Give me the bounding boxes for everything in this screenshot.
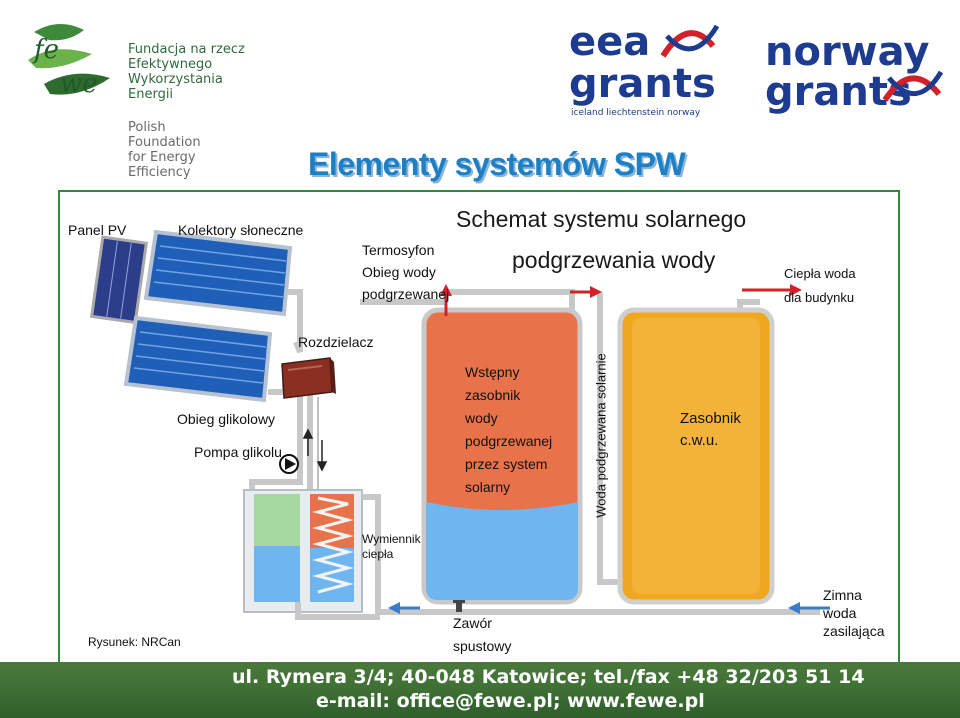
pv-panel-icon bbox=[89, 235, 149, 325]
eea-logo-bottom: grants bbox=[569, 61, 716, 107]
label-zawor: Zawór spustowy bbox=[453, 612, 511, 658]
label-zasobnik-cwu: Zasobnik c.w.u. bbox=[680, 408, 741, 452]
label-wymiennik: Wymiennik ciepła bbox=[362, 532, 421, 562]
dhw-tank bbox=[617, 307, 775, 605]
footer-bar: ul. Rymera 3/4; 40-048 Katowice; tel./fa… bbox=[0, 662, 960, 718]
fewe-line: Foundation bbox=[128, 135, 201, 150]
label-line: solarny bbox=[465, 479, 511, 495]
label-ciepla-woda: Ciepła woda dla budynku bbox=[784, 262, 856, 310]
label-line: Termosyfon bbox=[362, 242, 435, 258]
fewe-line: Fundacja na rzecz bbox=[128, 42, 245, 57]
label-pompa-glikolu: Pompa glikolu bbox=[194, 444, 282, 460]
cold-water-arrow-icon bbox=[388, 602, 830, 614]
label-zimna-woda: Zimna woda zasilająca bbox=[823, 586, 884, 640]
fewe-line: Polish bbox=[128, 120, 166, 135]
flow-arrow-icon bbox=[302, 428, 328, 472]
label-line: Obieg wody bbox=[362, 264, 436, 280]
svg-text:we: we bbox=[60, 69, 98, 99]
label-termosyfon: Termosyfon Obieg wody podgrzewanej bbox=[362, 239, 449, 305]
schema-title-line1: Schemat systemu solarnego bbox=[456, 206, 747, 232]
label-kolektory: Kolektory słoneczne bbox=[178, 222, 304, 238]
page-title: Elementy systemów SPW bbox=[308, 146, 686, 182]
fewe-name-en: Polish Foundation for Energy Efficiency bbox=[128, 120, 201, 180]
preheat-tank bbox=[421, 307, 583, 605]
fewe-line: Energii bbox=[128, 87, 174, 102]
solar-collector-icon bbox=[143, 229, 293, 317]
label-line: Wstępny bbox=[465, 364, 520, 380]
svg-text:fe: fe bbox=[32, 35, 59, 65]
drain-valve-icon bbox=[453, 600, 465, 612]
label-obieg-glikolowy: Obieg glikolowy bbox=[177, 411, 276, 427]
footer-address: ul. Rymera 3/4; 40-048 Katowice; tel./fa… bbox=[232, 666, 865, 688]
label-line: ciepła bbox=[362, 547, 394, 561]
solar-collector-icon bbox=[123, 315, 273, 403]
hot-water-arrow-icon bbox=[440, 284, 802, 316]
label-panel-pv: Panel PV bbox=[68, 222, 127, 238]
label-line: spustowy bbox=[453, 638, 512, 654]
label-line: przez system bbox=[465, 456, 548, 472]
fewe-line: for Energy bbox=[128, 150, 196, 165]
eea-logo-top: eea bbox=[569, 19, 651, 65]
controller-box-icon bbox=[281, 357, 336, 399]
label-line: Zawór bbox=[453, 615, 492, 631]
norway-swirl-icon bbox=[882, 70, 944, 102]
coil-icon bbox=[312, 496, 354, 594]
fewe-logo: fe we bbox=[14, 12, 124, 107]
label-line: podgrzewanej bbox=[465, 433, 553, 449]
label-line: wody bbox=[465, 410, 498, 426]
label-rozdzielacz: Rozdzielacz bbox=[298, 334, 374, 350]
fewe-line: Efektywnego bbox=[128, 57, 213, 72]
label-rysunek: Rysunek: NRCan bbox=[88, 635, 181, 649]
label-line: Zasobnik bbox=[680, 410, 741, 427]
footer-contact: e-mail: office@fewe.pl; www.fewe.pl bbox=[316, 690, 705, 712]
pump-icon bbox=[279, 454, 299, 474]
fewe-line: Efficiency bbox=[128, 165, 191, 180]
label-line: zasilająca bbox=[823, 623, 885, 639]
fewe-name-pl: Fundacja na rzecz Efektywnego Wykorzysta… bbox=[128, 42, 245, 102]
schema-title-line2: podgrzewania wody bbox=[512, 247, 716, 273]
label-line: Wymiennik bbox=[362, 532, 421, 546]
fewe-line: Wykorzystania bbox=[128, 72, 223, 87]
heat-exchanger-unit bbox=[243, 489, 363, 613]
eea-swirl-icon bbox=[660, 24, 720, 58]
fewe-logo-mark: fe we bbox=[22, 16, 112, 102]
label-line: c.w.u. bbox=[680, 432, 719, 449]
norway-logo-top: norway bbox=[765, 29, 930, 75]
label-line: podgrzewanej bbox=[362, 286, 450, 302]
label-line: dla budynku bbox=[784, 290, 855, 305]
label-line: Zimna bbox=[823, 587, 862, 603]
label-line: zasobnik bbox=[465, 387, 521, 403]
eea-grants-logo: eea grants iceland liechtenstein norway bbox=[565, 20, 725, 120]
label-woda-solarnie: Woda podgrzewana solarnie bbox=[593, 353, 609, 518]
label-line: woda bbox=[823, 605, 857, 621]
norway-grants-logo: norway grants bbox=[765, 30, 950, 120]
label-wstepny-zasobnik: Wstępny zasobnik wody podgrzewanej przez… bbox=[465, 361, 552, 499]
solar-system-diagram bbox=[89, 229, 830, 620]
label-line: Ciepła woda bbox=[784, 266, 856, 281]
eea-countries: iceland liechtenstein norway bbox=[571, 108, 701, 118]
